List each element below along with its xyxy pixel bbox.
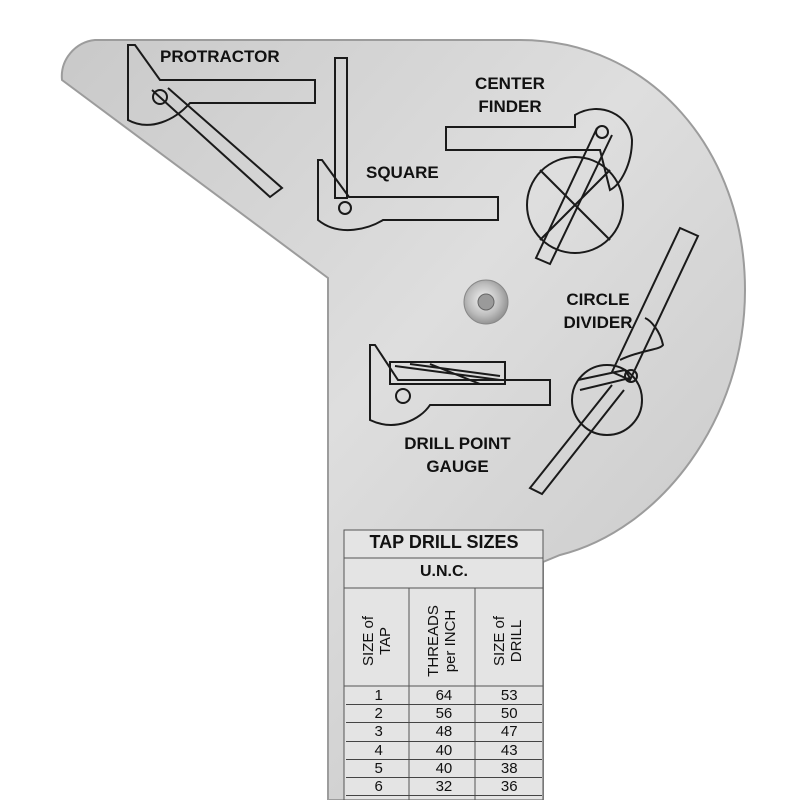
- column-header-tap-size-line-1: SIZE of: [360, 615, 377, 667]
- column-header-threads-line-2: per INCH: [442, 609, 459, 673]
- column-header-drill-size-line-2: DRILL: [508, 619, 525, 663]
- cell-tap: 5: [374, 759, 383, 777]
- protractor-label: PROTRACTOR: [160, 47, 280, 66]
- cell-tap: 3: [374, 723, 383, 741]
- cell-drill: 36: [500, 777, 518, 795]
- table-panel: [343, 529, 544, 800]
- circle-divider-line-1: CIRCLE: [566, 290, 630, 309]
- cell-drill: 53: [500, 687, 518, 704]
- protractor-icon: [127, 44, 316, 199]
- cell-drill: 43: [500, 741, 518, 759]
- table-row: 5 40 38: [346, 760, 542, 778]
- cell-tap: 1: [374, 687, 383, 704]
- cell-threads: 56: [435, 705, 453, 723]
- cell-drill: 38: [500, 759, 518, 777]
- plate-body: [60, 39, 747, 800]
- drill-point-gauge-line-2: GAUGE: [426, 457, 489, 476]
- cell-tap: 4: [374, 741, 383, 759]
- cell-tap: 2: [374, 705, 383, 723]
- cell-threads: 40: [435, 741, 453, 759]
- center-finder-icon: [445, 108, 634, 266]
- table-row: 1 64 53: [346, 687, 542, 706]
- column-header-tap-size: SIZE of TAP: [345, 596, 409, 686]
- drill-point-gauge-icon: [369, 344, 551, 426]
- square-label: SQUARE: [366, 163, 439, 182]
- table-subtitle: U.N.C.: [420, 563, 468, 580]
- center-finder-label: CENTER FINDER: [455, 72, 565, 118]
- cell-threads: 32: [435, 777, 453, 795]
- rivet: [463, 279, 509, 325]
- cell-threads: 64: [435, 687, 453, 704]
- column-header-drill-size-line-1: SIZE of: [491, 615, 508, 667]
- center-finder-line-1: CENTER: [475, 74, 545, 93]
- table-body: 1 64 53 2 56 50 3 48 47 4 40 43 5 40 38 …: [346, 687, 542, 797]
- table-row: 6 32 36: [346, 777, 542, 797]
- cell-drill: 47: [500, 723, 518, 741]
- cell-drill: 50: [500, 705, 518, 723]
- circle-divider-label: CIRCLE DIVIDER: [548, 288, 648, 334]
- table-title: TAP DRILL SIZES: [369, 532, 519, 552]
- column-header-threads-line-1: THREADS: [425, 605, 442, 677]
- column-header-drill-size: SIZE of DRILL: [476, 596, 540, 686]
- table-row: 4 40 43: [346, 742, 542, 760]
- cell-threads: 48: [435, 723, 453, 741]
- cell-threads: 40: [435, 759, 453, 777]
- column-header-threads: THREADS per INCH: [410, 596, 474, 686]
- circle-divider-icon: [528, 226, 700, 496]
- table-row: 2 56 50: [346, 705, 542, 724]
- center-finder-line-2: FINDER: [478, 97, 542, 116]
- square-icon: [317, 57, 499, 232]
- circle-divider-line-2: DIVIDER: [563, 313, 633, 332]
- cell-tap: 6: [374, 777, 383, 795]
- drill-point-gauge-line-1: DRILL POINT: [404, 434, 511, 453]
- column-header-tap-size-line-2: TAP: [377, 626, 394, 656]
- drill-point-gauge-label: DRILL POINT GAUGE: [385, 432, 530, 478]
- table-row: 3 48 47: [346, 723, 542, 742]
